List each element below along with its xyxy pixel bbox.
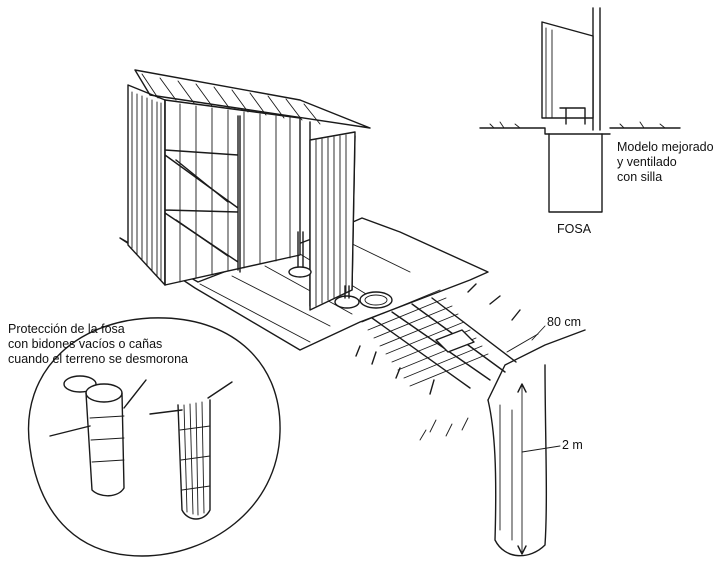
pit-label: FOSA <box>557 222 592 236</box>
improved-model-label-line-1: Modelo mejorado <box>617 140 714 154</box>
improved-model-section <box>479 7 681 213</box>
pit-protection-label: Protección de la fosa con bidones vacíos… <box>8 322 188 367</box>
pit-protection-inset <box>27 317 281 557</box>
pit-protection-label-line-1: Protección de la fosa <box>8 322 125 336</box>
improved-model-label-line-3: con silla <box>617 170 663 184</box>
pit-excavation <box>419 325 586 557</box>
depth-dimension-label: 2 m <box>562 438 583 452</box>
pit-protection-label-line-2: con bidones vacíos o cañas <box>8 337 163 351</box>
pit-protection-label-line-3: cuando el terreno se desmorona <box>8 352 188 366</box>
pole-grid <box>355 283 521 395</box>
improved-model-label-line-2: y ventilado <box>617 155 677 169</box>
hut <box>127 69 393 311</box>
improved-model-label: Modelo mejorado y ventilado con silla <box>617 140 714 185</box>
width-dimension-label: 80 cm <box>547 315 582 329</box>
